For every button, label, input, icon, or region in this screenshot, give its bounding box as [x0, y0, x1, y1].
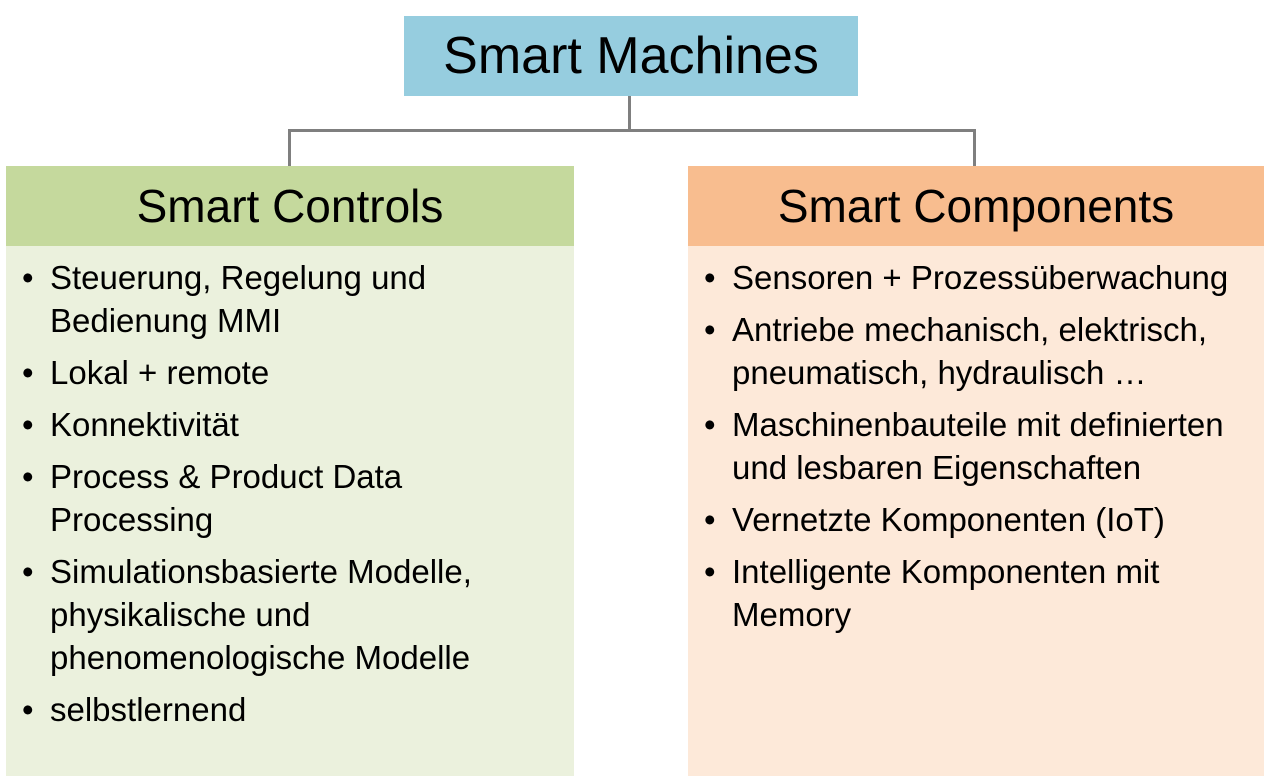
list-item-text: Process & Product Data Processing — [50, 458, 403, 538]
list-item: • Steuerung, Regelung und Bedienung MMI — [6, 256, 564, 342]
list-item-text: Steuerung, Regelung und Bedienung MMI — [50, 259, 427, 339]
list-item-text: Maschinenbauteile mit definierten und le… — [732, 406, 1224, 486]
bullet-icon: • — [22, 354, 34, 391]
bullet-icon: • — [22, 406, 34, 443]
branch-body: • Sensoren + Prozessüberwachung • Antriebe… — [688, 246, 1264, 776]
list-item: • selbstlernend — [6, 688, 564, 731]
list-item-text: Intelligente Komponenten mit Memory — [732, 553, 1160, 633]
connector-horizontal — [288, 129, 976, 132]
list-item-text: Lokal + remote — [50, 354, 270, 391]
branch-title: Smart Controls — [6, 166, 574, 246]
branch-smart-components: Smart Components • Sensoren + Prozessüber… — [688, 166, 1264, 776]
list-item: • Process & Product Data Processing — [6, 455, 564, 541]
branch-title: Smart Components — [688, 166, 1264, 246]
list-item: • Maschinenbauteile mit definierten und l… — [688, 403, 1254, 489]
list-item: • Antriebe mechanisch, elektrisch, pneuma… — [688, 308, 1254, 394]
list-item: • Intelligente Komponenten mit Memory — [688, 550, 1254, 636]
list-item-text: Sensoren + Prozessüberwachung — [732, 259, 1229, 296]
bullet-list: • Steuerung, Regelung und Bedienung MMI •… — [6, 256, 564, 731]
connector-vertical-right — [973, 129, 976, 166]
bullet-icon: • — [704, 553, 716, 590]
bullet-list: • Sensoren + Prozessüberwachung • Antriebe… — [688, 256, 1254, 636]
list-item: • Simulationsbasierte Modelle, physikalis… — [6, 550, 564, 679]
list-item: • Vernetzte Komponenten (IoT) — [688, 498, 1254, 541]
connector-vertical-left — [288, 129, 291, 166]
list-item-text: Simulationsbasierte Modelle, physikalisc… — [50, 553, 472, 676]
bullet-icon: • — [22, 458, 34, 495]
bullet-icon: • — [704, 311, 716, 348]
bullet-icon: • — [22, 691, 34, 728]
root-node: Smart Machines — [404, 16, 858, 96]
bullet-icon: • — [704, 259, 716, 296]
connector-vertical-root — [628, 96, 631, 131]
bullet-icon: • — [704, 406, 716, 443]
list-item: • Lokal + remote — [6, 351, 564, 394]
list-item-text: Konnektivität — [50, 406, 239, 443]
list-item-text: selbstlernend — [50, 691, 247, 728]
list-item-text: Vernetzte Komponenten (IoT) — [732, 501, 1165, 538]
branch-smart-controls: Smart Controls • Steuerung, Regelung und … — [6, 166, 574, 776]
bullet-icon: • — [22, 259, 34, 296]
branch-body: • Steuerung, Regelung und Bedienung MMI •… — [6, 246, 574, 776]
bullet-icon: • — [704, 501, 716, 538]
list-item: • Sensoren + Prozessüberwachung — [688, 256, 1254, 299]
list-item: • Konnektivität — [6, 403, 564, 446]
list-item-text: Antriebe mechanisch, elektrisch, pneumat… — [732, 311, 1208, 391]
bullet-icon: • — [22, 553, 34, 590]
